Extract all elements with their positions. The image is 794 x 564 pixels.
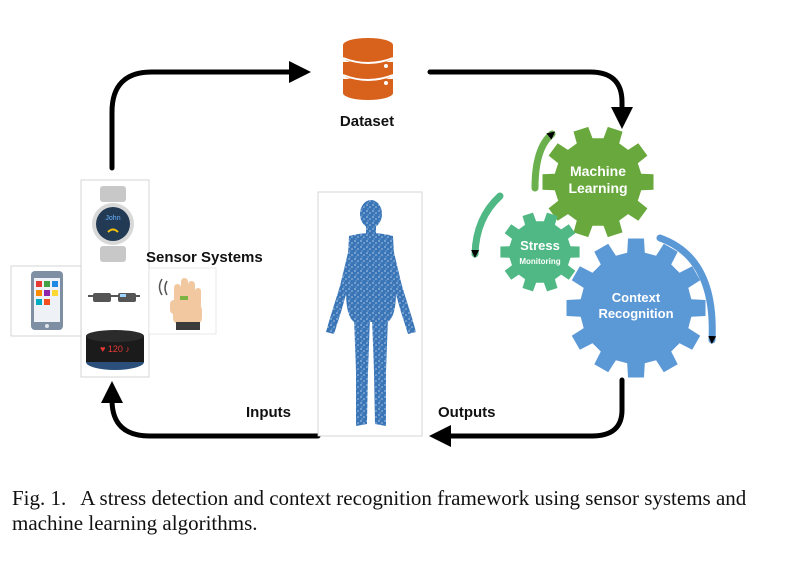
gear-stress-line2: Monitoring xyxy=(519,257,560,266)
dataset-label: Dataset xyxy=(340,113,394,130)
watch-text: John xyxy=(105,215,120,222)
gear-context-line1: Context xyxy=(612,290,661,305)
smartwatch-icon: John xyxy=(92,186,134,262)
inputs-label: Inputs xyxy=(246,404,291,421)
figure-caption-text: A stress detection and context recogniti… xyxy=(12,486,747,535)
stress-rotation-arrow xyxy=(471,192,504,258)
gear-ml-line2: Learning xyxy=(568,180,627,196)
gear-stress-shape xyxy=(500,212,580,292)
gear-stress-monitoring: Stress Monitoring xyxy=(500,212,580,292)
sensor-systems-panel: John ♥ 120 ♪ xyxy=(80,179,150,378)
outputs-label: Outputs xyxy=(438,404,496,421)
sensor-systems-label: Sensor Systems xyxy=(146,249,263,266)
context-rotation-arrow xyxy=(656,234,717,344)
figure-number: Fig. 1. xyxy=(12,486,67,510)
gear-context-shape xyxy=(566,238,706,378)
band-text: ♥ 120 ♪ xyxy=(100,344,130,354)
arrow-dataset-to-gears xyxy=(427,69,633,129)
smart-glasses-icon xyxy=(88,293,140,302)
arrow-inputs-to-sensors xyxy=(101,381,321,439)
gear-context-recognition: Context Recognition xyxy=(566,238,706,378)
fitness-band-icon: ♥ 120 ♪ xyxy=(86,330,144,370)
arrow-sensors-to-dataset xyxy=(109,61,311,171)
arrow-gears-to-outputs xyxy=(429,377,625,447)
gear-stress-line1: Stress xyxy=(520,238,560,253)
gesture-panel xyxy=(148,267,217,335)
smartphone-icon xyxy=(31,271,63,330)
gesture-hand-icon xyxy=(158,278,202,330)
figure-caption: Fig. 1.A stress detection and context re… xyxy=(12,486,782,536)
smartphone-panel xyxy=(10,265,82,337)
flow-arrows xyxy=(101,61,633,447)
gear-machine-learning: Machine Learning xyxy=(542,126,654,238)
gear-machine-learning-shape xyxy=(542,126,654,238)
body-panel xyxy=(317,191,423,437)
gear-context-line2: Recognition xyxy=(598,306,673,321)
gear-ml-line1: Machine xyxy=(570,163,626,179)
human-body-icon xyxy=(326,200,416,426)
database-icon xyxy=(342,38,394,100)
ml-rotation-arrow xyxy=(531,130,556,192)
gear-rotation-arrows xyxy=(471,130,717,344)
